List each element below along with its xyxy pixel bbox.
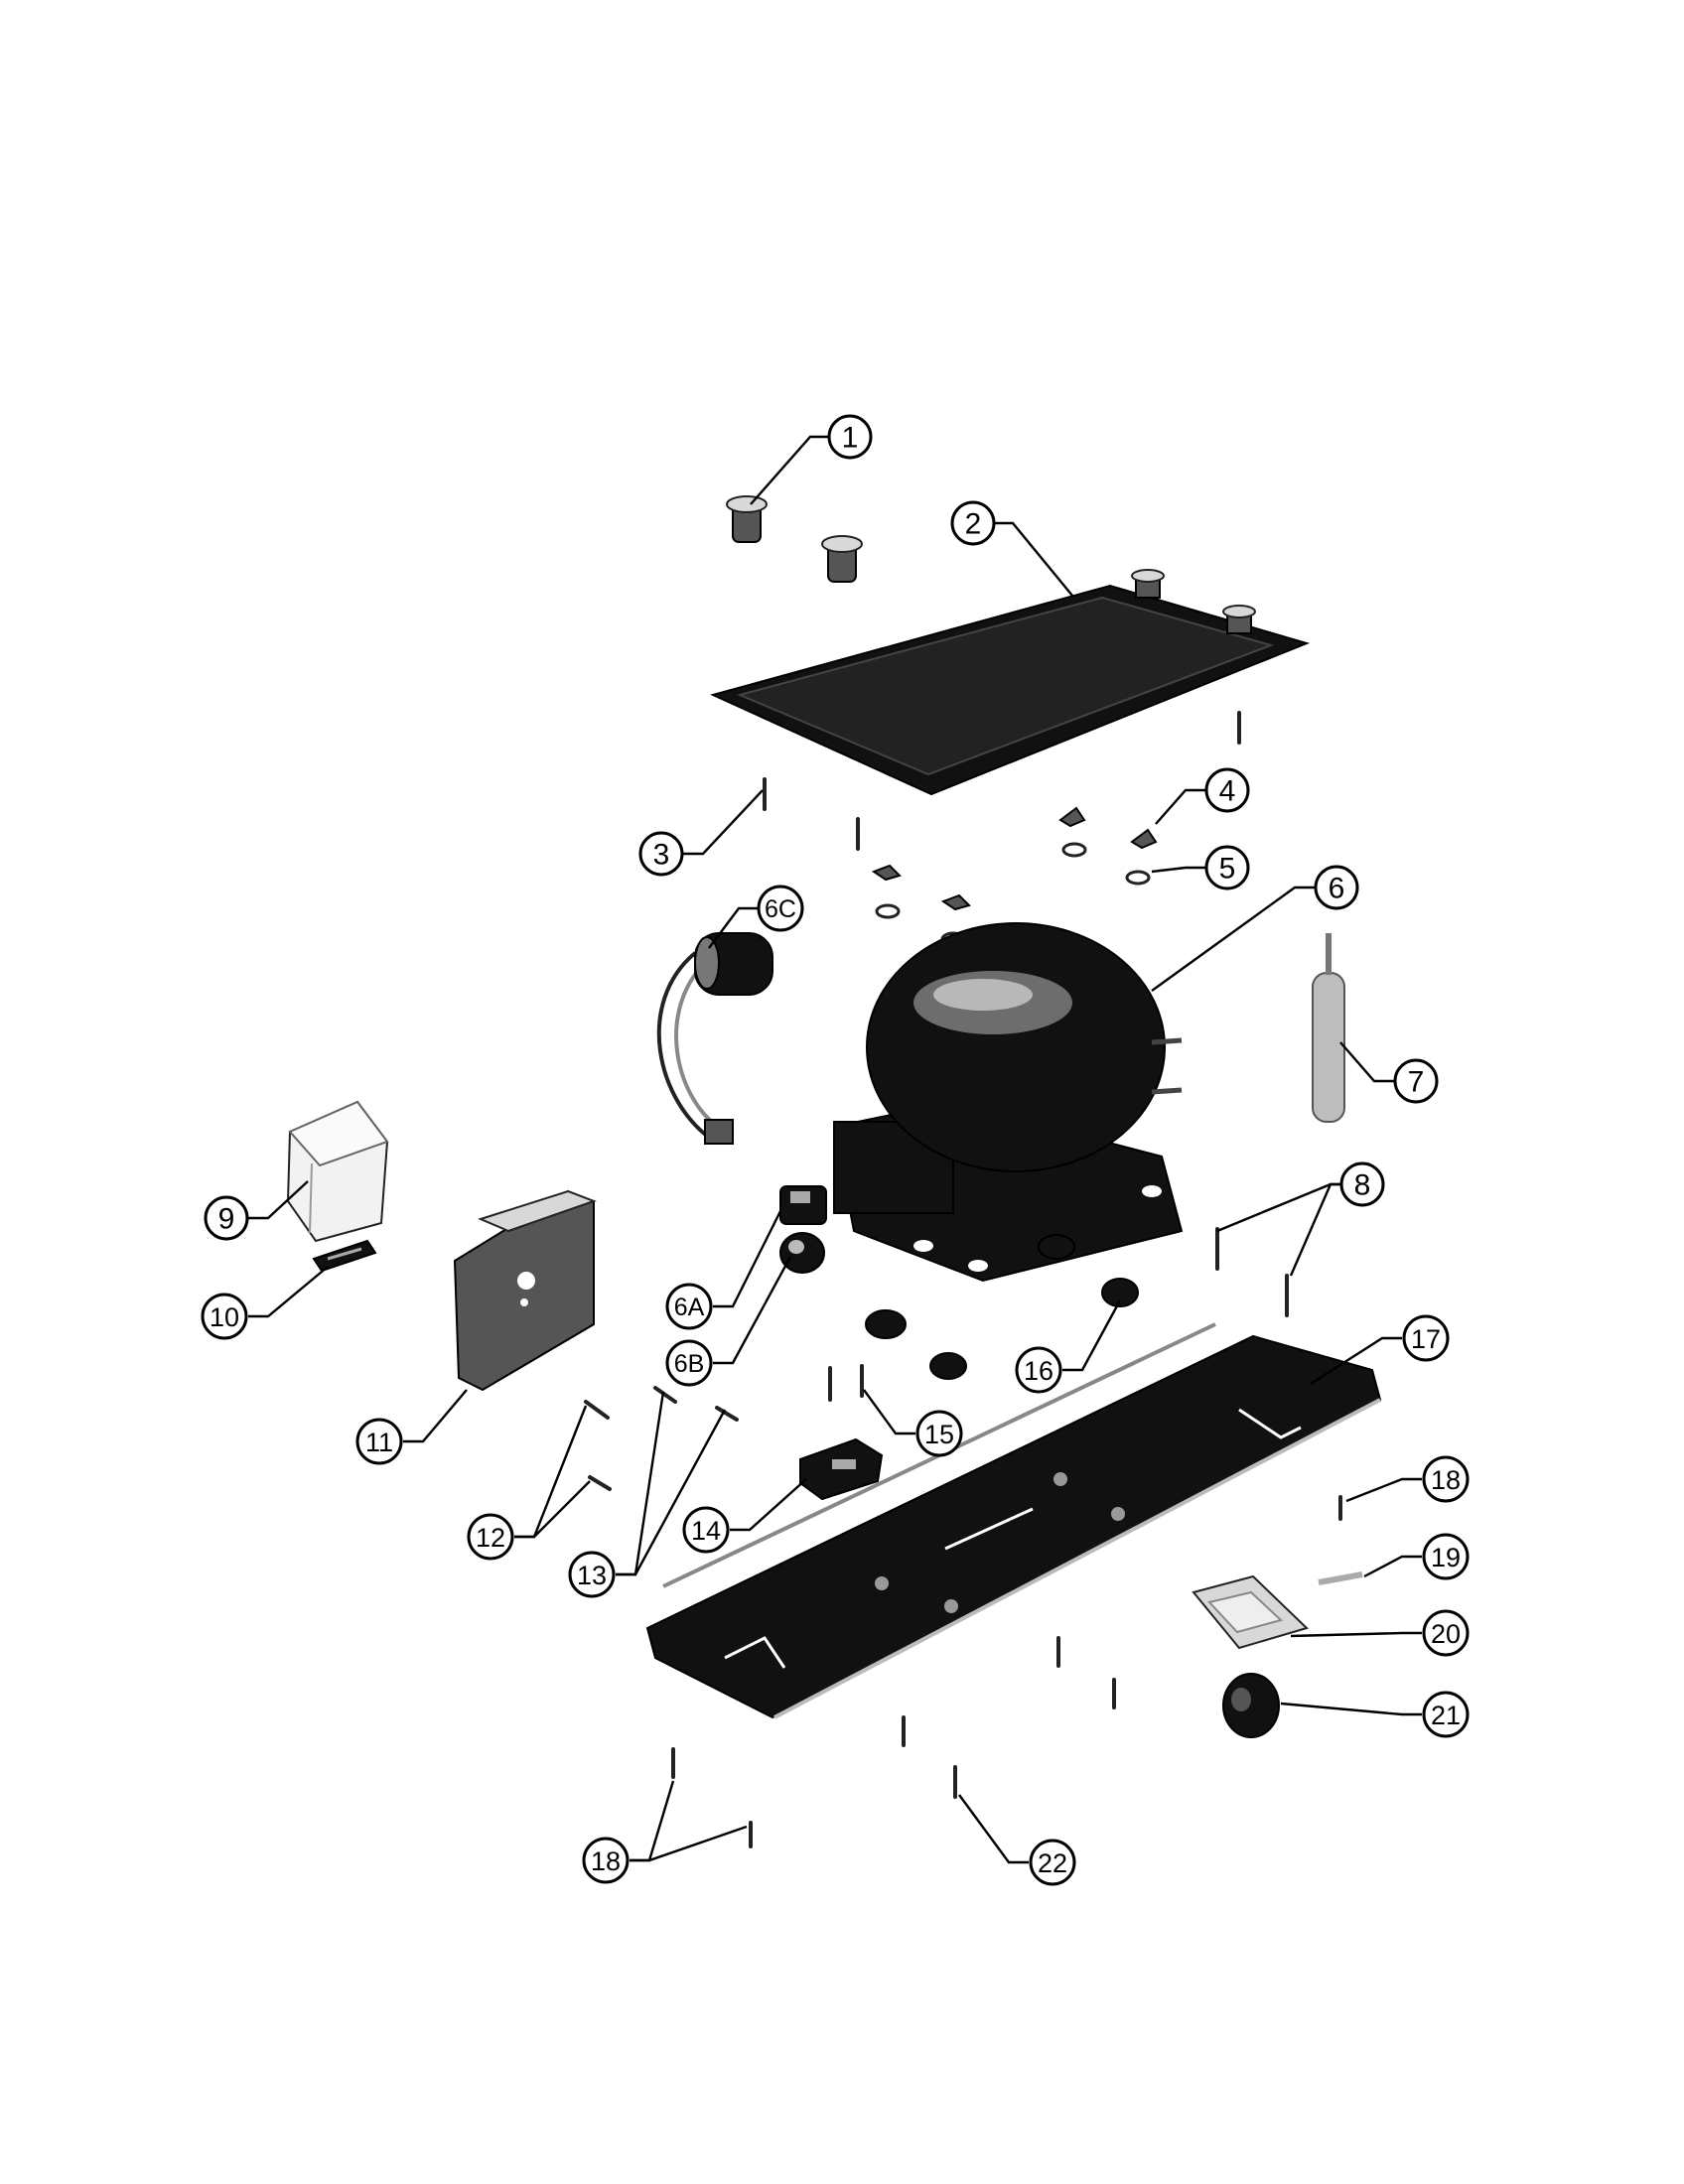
- overload-6b-illustration: [779, 1232, 825, 1274]
- callout-21: 21: [1422, 1691, 1470, 1738]
- rubber-foot-16-illustration: [865, 1234, 1139, 1380]
- compressor-illustration: [832, 922, 1184, 1283]
- screw-22-illustration: [902, 1636, 1116, 1799]
- callout-12: 12: [467, 1513, 514, 1561]
- callout-4-label: 4: [1219, 775, 1236, 808]
- callout-13: 13: [568, 1551, 616, 1598]
- callout-19-label: 19: [1431, 1543, 1461, 1572]
- terminal-10-illustration: [312, 1239, 377, 1273]
- callout-9-label: 9: [218, 1203, 235, 1236]
- callout-15-label: 15: [924, 1420, 954, 1449]
- callout-6a: 6A: [665, 1283, 713, 1330]
- callout-18-left-label: 18: [591, 1846, 621, 1876]
- callout-9: 9: [204, 1195, 249, 1241]
- plate-20-illustration: [1192, 1574, 1309, 1650]
- screw-8-illustration: [1215, 1227, 1289, 1317]
- callout-20-label: 20: [1431, 1619, 1461, 1649]
- callout-6-label: 6: [1329, 873, 1345, 905]
- callout-3-label: 3: [653, 839, 670, 872]
- capacitor-6c-illustration: [656, 932, 773, 1145]
- callout-18-right-label: 18: [1431, 1465, 1461, 1495]
- callout-10-label: 10: [210, 1302, 239, 1332]
- callout-6b: 6B: [665, 1339, 713, 1387]
- callout-5: 5: [1204, 845, 1250, 890]
- callout-13-label: 13: [577, 1561, 607, 1590]
- callout-18-left: 18: [582, 1837, 630, 1884]
- wheel-21-illustration: [1222, 1673, 1280, 1738]
- wire-19-illustration: [1318, 1571, 1363, 1585]
- screw-15-illustration: [828, 1364, 864, 1402]
- leader-lines: [248, 435, 1422, 1864]
- drain-pan-illustration: [710, 569, 1311, 796]
- callout-3: 3: [638, 831, 684, 877]
- callout-17: 17: [1402, 1314, 1450, 1362]
- grommet-1-illustration: [726, 495, 863, 583]
- callout-15: 15: [915, 1410, 963, 1457]
- callout-8: 8: [1339, 1161, 1385, 1207]
- screw-12-13-illustration: [584, 1386, 739, 1491]
- screw-18-illustration: [671, 1495, 1342, 1848]
- callout-16-label: 16: [1024, 1356, 1053, 1386]
- callout-5-label: 5: [1219, 853, 1236, 886]
- callout-4: 4: [1204, 767, 1250, 813]
- callout-6: 6: [1314, 865, 1359, 910]
- callout-6b-label: 6B: [674, 1350, 705, 1378]
- bracket-11-illustration: [453, 1189, 597, 1392]
- drier-7-illustration: [1312, 933, 1345, 1123]
- clip-4-illustration: [871, 806, 1158, 911]
- relay-6a-illustration: [779, 1185, 827, 1225]
- callout-8-label: 8: [1354, 1169, 1371, 1202]
- callout-1: 1: [827, 414, 873, 460]
- callout-18-right: 18: [1422, 1455, 1470, 1503]
- callout-16: 16: [1015, 1346, 1062, 1394]
- callout-11: 11: [355, 1418, 403, 1465]
- callout-22: 22: [1029, 1839, 1076, 1886]
- callout-2: 2: [950, 500, 996, 546]
- callout-19: 19: [1422, 1533, 1470, 1580]
- base-plate-17-illustration: [645, 1322, 1382, 1719]
- callout-21-label: 21: [1431, 1701, 1461, 1730]
- callout-6c: 6C: [757, 885, 804, 932]
- screw-3-illustration: [763, 711, 1241, 851]
- callout-10: 10: [201, 1293, 248, 1340]
- callout-7-label: 7: [1408, 1066, 1425, 1099]
- callout-2-label: 2: [965, 508, 982, 541]
- callout-7: 7: [1393, 1058, 1439, 1104]
- callout-14-label: 14: [691, 1516, 721, 1546]
- callout-12-label: 12: [476, 1523, 505, 1553]
- callout-6a-label: 6A: [674, 1294, 705, 1321]
- callout-11-label: 11: [365, 1428, 393, 1457]
- callout-22-label: 22: [1038, 1848, 1067, 1878]
- callout-14: 14: [682, 1506, 730, 1554]
- callout-6c-label: 6C: [765, 895, 796, 923]
- callout-20: 20: [1422, 1609, 1470, 1657]
- callout-1-label: 1: [842, 422, 859, 455]
- callout-17-label: 17: [1411, 1324, 1441, 1354]
- starter-9-illustration: [286, 1100, 389, 1243]
